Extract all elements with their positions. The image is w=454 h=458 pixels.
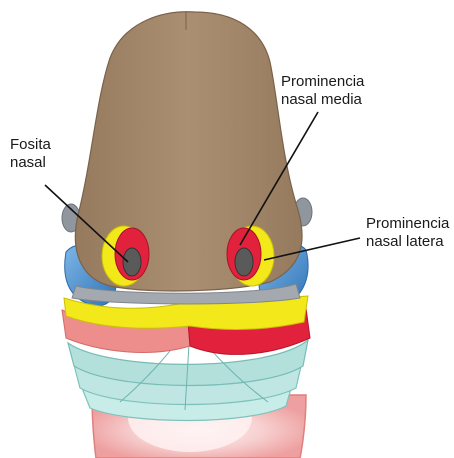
label-lateral-prominence-line2: nasal latera xyxy=(366,233,454,251)
left-nasal-pit xyxy=(123,248,141,276)
label-nasal-pit: Fosita nasal xyxy=(10,136,51,172)
label-nasal-pit-line2: nasal xyxy=(10,154,51,172)
label-lateral-prominence: Prominencia nasal latera xyxy=(366,215,454,251)
label-medial-prominence-line2: nasal media xyxy=(281,91,364,109)
label-medial-prominence: Prominencia nasal media xyxy=(281,73,364,109)
label-nasal-pit-line1: Fosita xyxy=(10,136,51,154)
right-nasal-pit xyxy=(235,248,253,276)
label-medial-prominence-line1: Prominencia xyxy=(281,73,364,91)
label-lateral-prominence-line1: Prominencia xyxy=(366,215,454,233)
